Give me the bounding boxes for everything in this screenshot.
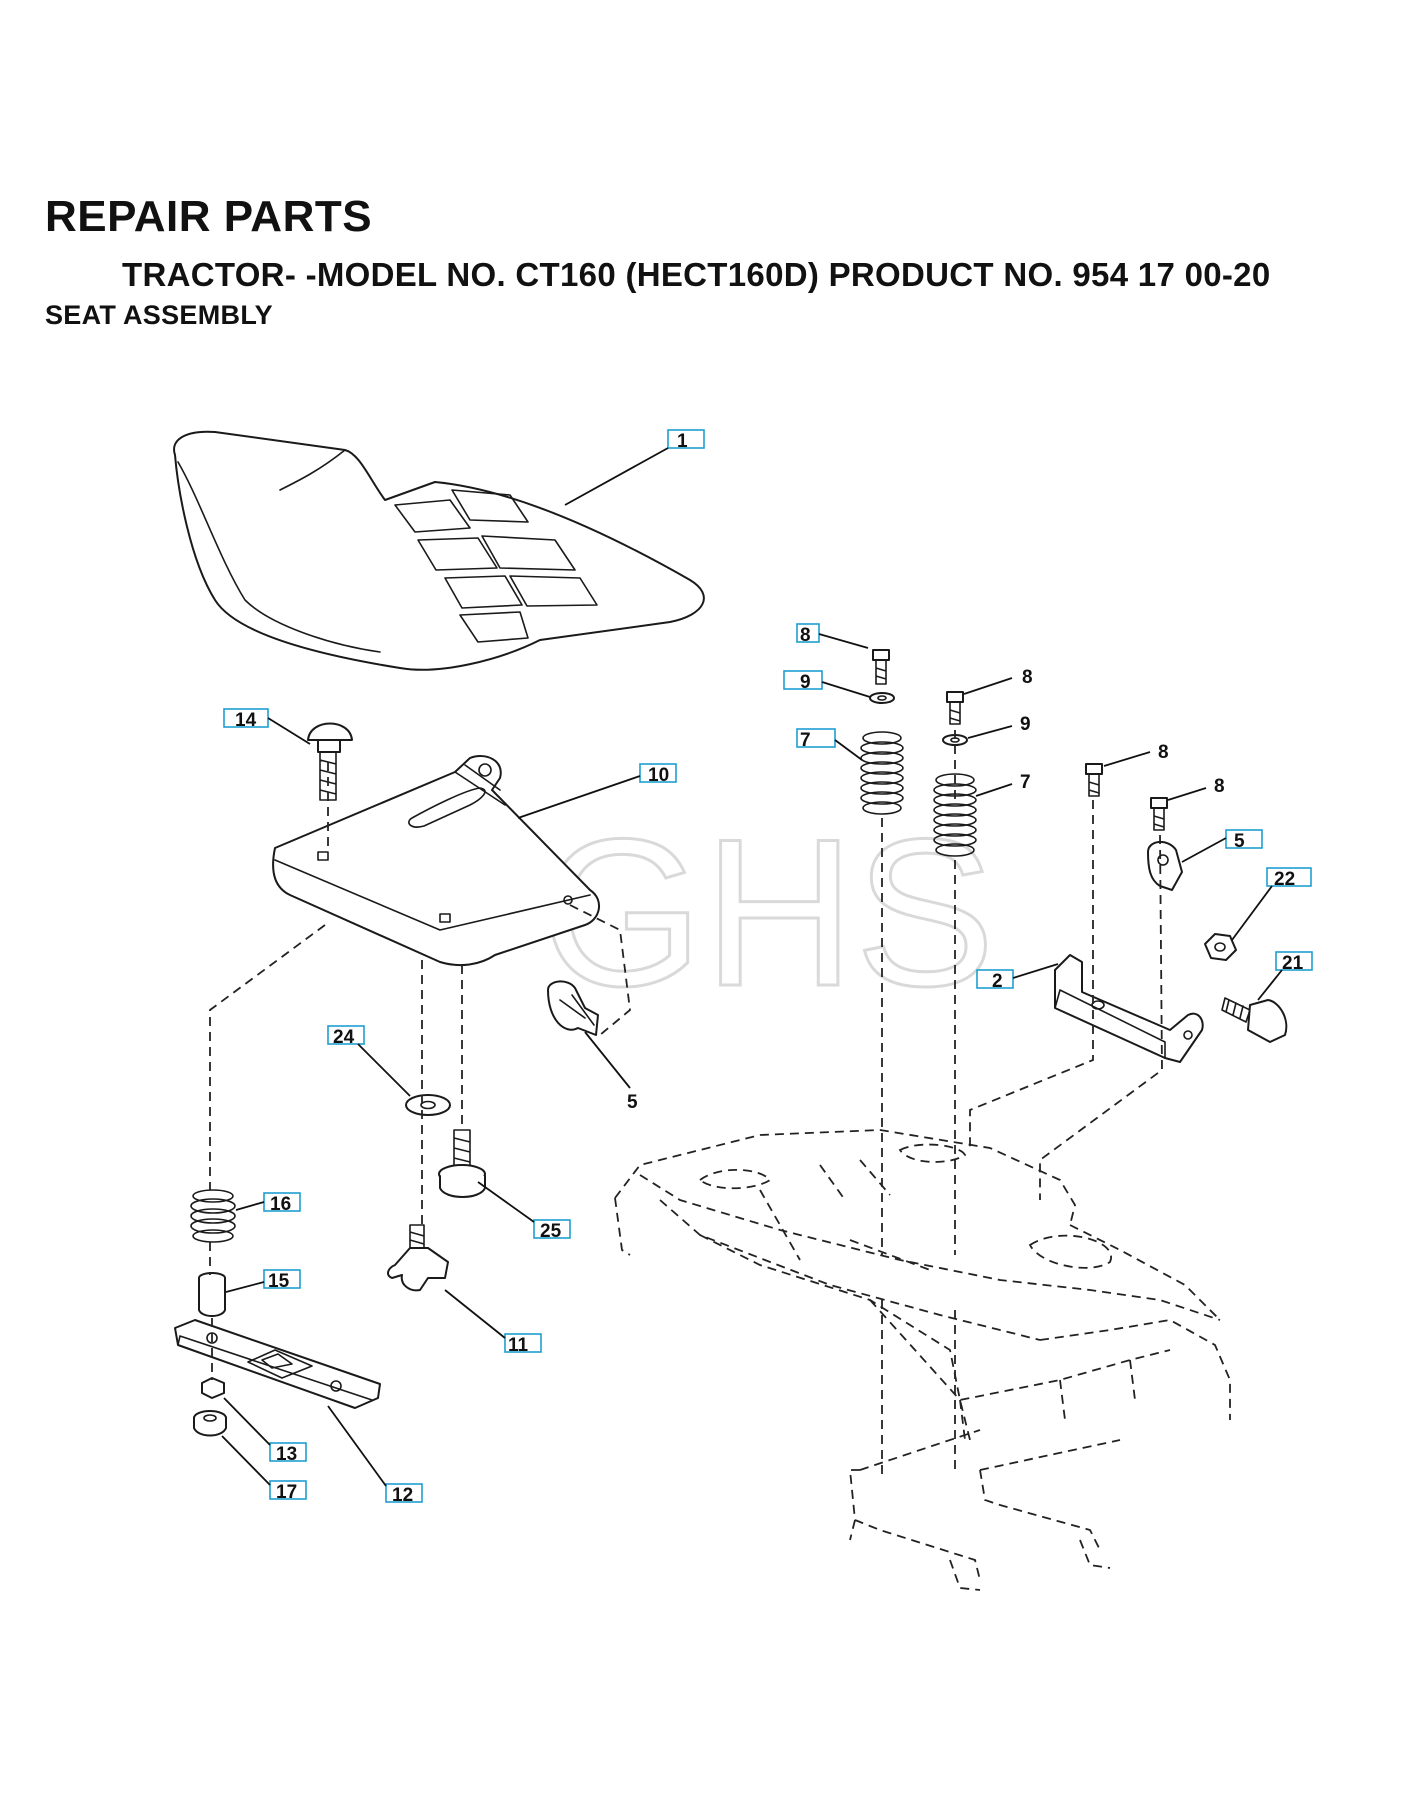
callout-7a[interactable]: 7 (796, 728, 863, 761)
callout-16[interactable]: 16 (235, 1192, 301, 1215)
callout-8c[interactable]: 8 (1103, 742, 1169, 767)
callout-22[interactable]: 22 (1231, 867, 1312, 941)
svg-text:9: 9 (1020, 714, 1031, 735)
adjust-knob-part-11 (387, 1224, 449, 1292)
svg-text:1: 1 (677, 431, 688, 452)
slide-bracket-part-12 (174, 1319, 381, 1409)
washer-part-24 (405, 1094, 451, 1116)
spring-part-16 (190, 1189, 236, 1243)
nut-part-13 (201, 1377, 225, 1399)
svg-text:8: 8 (800, 625, 811, 646)
callout-14[interactable]: 14 (223, 708, 311, 745)
svg-text:GHS: GHS (540, 795, 995, 1030)
bolt-part-8-b (946, 691, 964, 725)
model-subtitle: TRACTOR- -MODEL NO. CT160 (HECT160D) PRO… (122, 256, 1271, 293)
seat-clip-part-5 (547, 980, 599, 1036)
svg-text:21: 21 (1282, 953, 1304, 974)
shoulder-bolt-part-21 (1221, 997, 1288, 1043)
callout-5a[interactable]: 5 (584, 1031, 638, 1113)
carriage-bolt-part-14 (307, 722, 353, 801)
callout-25[interactable]: 25 (477, 1181, 571, 1242)
callout-17[interactable]: 17 (221, 1435, 307, 1503)
tractor-fender-outline (614, 1129, 1231, 1591)
svg-text:8: 8 (1158, 742, 1169, 763)
callout-9b[interactable]: 9 (967, 714, 1031, 739)
svg-text:2: 2 (992, 971, 1003, 992)
svg-text:24: 24 (333, 1027, 355, 1048)
callout-24[interactable]: 24 (327, 1025, 411, 1097)
svg-text:8: 8 (1214, 776, 1225, 797)
svg-text:11: 11 (508, 1335, 529, 1356)
callout-8a[interactable]: 8 (796, 623, 869, 649)
svg-text:10: 10 (648, 765, 669, 786)
svg-text:7: 7 (1020, 772, 1031, 793)
page-title: REPAIR PARTS (45, 192, 373, 241)
callout-7b[interactable]: 7 (975, 772, 1031, 797)
callout-10[interactable]: 10 (517, 763, 677, 819)
callout-1[interactable]: 1 (564, 429, 705, 506)
callout-21[interactable]: 21 (1257, 951, 1313, 1001)
callout-15[interactable]: 15 (225, 1269, 301, 1293)
shoulder-bolt-part-25 (438, 1129, 486, 1198)
svg-text:8: 8 (1022, 667, 1033, 688)
svg-text:7: 7 (800, 730, 811, 751)
seat-pan (272, 755, 600, 967)
svg-text:5: 5 (627, 1092, 638, 1113)
svg-text:5: 5 (1234, 831, 1245, 852)
spring-part-7-a (860, 731, 904, 815)
callout-11[interactable]: 11 (444, 1289, 542, 1356)
svg-text:15: 15 (268, 1271, 290, 1292)
hex-nut-part-22 (1204, 933, 1237, 961)
section-heading: SEAT ASSEMBLY (45, 300, 273, 330)
bolt-part-8-d (1150, 797, 1168, 831)
callout-8d[interactable]: 8 (1167, 776, 1225, 801)
svg-text:17: 17 (276, 1482, 297, 1503)
svg-text:25: 25 (540, 1221, 562, 1242)
svg-text:14: 14 (235, 710, 257, 731)
callout-2[interactable]: 2 (976, 963, 1059, 992)
svg-text:12: 12 (392, 1485, 413, 1506)
svg-text:22: 22 (1274, 869, 1295, 890)
seat-cushion (173, 430, 705, 671)
callouts: 1 14 10 24 5 16 25 (221, 429, 1313, 1506)
bolt-part-8-a (872, 649, 890, 685)
flange-nut-part-17 (193, 1410, 227, 1437)
alignment-lines (209, 730, 1163, 1480)
washer-part-9-a (869, 692, 895, 704)
callout-5b[interactable]: 5 (1181, 829, 1263, 863)
bolt-part-8-c (1085, 763, 1103, 797)
callout-8b[interactable]: 8 (963, 667, 1033, 695)
svg-text:16: 16 (270, 1194, 291, 1215)
callout-12[interactable]: 12 (327, 1405, 423, 1506)
callout-13[interactable]: 13 (223, 1397, 307, 1465)
ghs-watermark: GHS (539, 794, 997, 1032)
svg-text:13: 13 (276, 1444, 297, 1465)
seat-clip-part-5-upper (1147, 841, 1183, 891)
callout-9a[interactable]: 9 (783, 670, 871, 698)
spacer-part-15 (198, 1272, 226, 1317)
pivot-bracket-part-2 (1054, 954, 1204, 1063)
svg-text:9: 9 (800, 672, 811, 693)
